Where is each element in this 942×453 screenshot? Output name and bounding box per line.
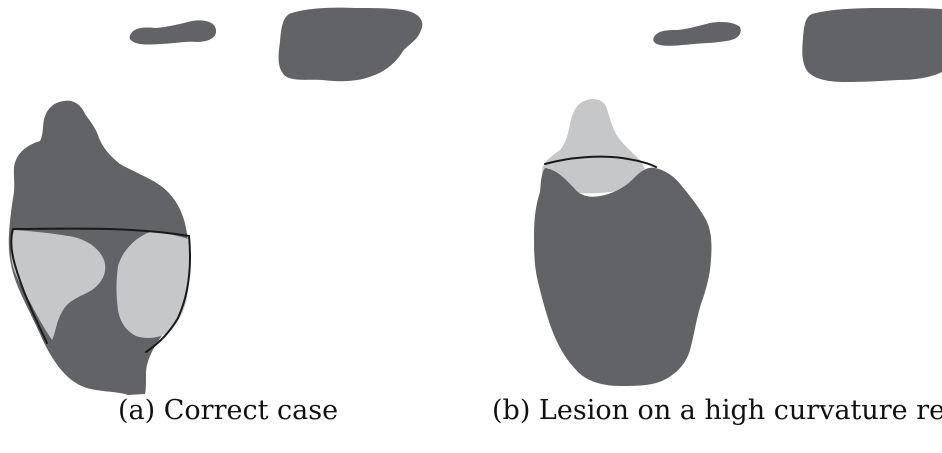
panel-b-main-organ (534, 167, 712, 386)
panel-a-boundary-curve (10, 227, 191, 353)
panel-a-large-organ (278, 7, 423, 82)
panel-a-small-organ (129, 20, 217, 45)
panel-a-caption: (a) Correct case (118, 395, 339, 426)
panel-b-small-organ (653, 22, 741, 46)
panel-b-boundary-curve (544, 155, 657, 168)
panel-b-caption: (b) Lesion on a high curvature regi (492, 395, 942, 426)
panel-b (534, 8, 942, 386)
panel-a-lesion-left (10, 230, 106, 340)
panel-b-lesion-top (542, 98, 646, 194)
panel-a-lesion-right (116, 232, 190, 338)
panel-a (8, 7, 423, 395)
panel-b-large-organ (802, 8, 942, 82)
